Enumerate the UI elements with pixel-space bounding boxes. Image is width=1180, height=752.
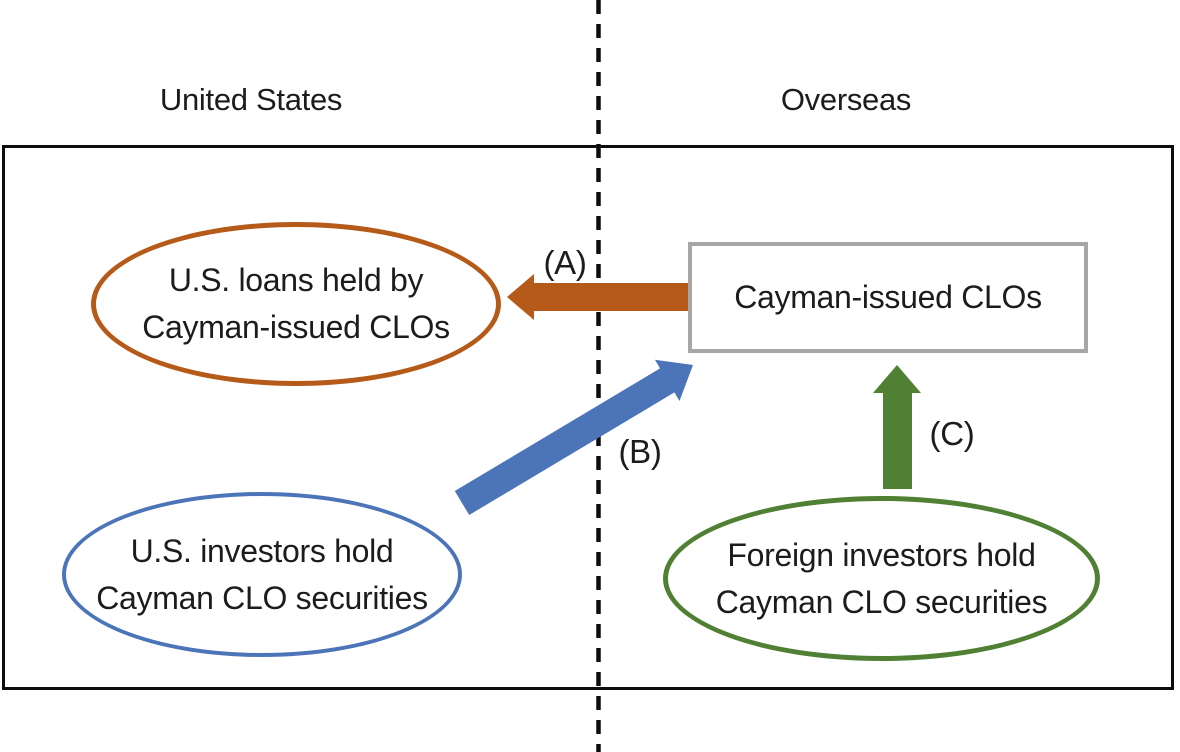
region-label-overseas: Overseas bbox=[780, 82, 912, 117]
node-us-investors-line2: Cayman CLO securities bbox=[96, 579, 428, 616]
node-us-loans-line1: U.S. loans held by bbox=[168, 262, 424, 298]
node-us-loans-ellipse: U.S. loans held by Cayman-issued CLOs bbox=[91, 222, 501, 386]
node-foreign-investors-line1: Foreign investors hold bbox=[727, 536, 1036, 573]
flow-label-b: (B) bbox=[618, 433, 662, 470]
boundary-box bbox=[2, 145, 1174, 690]
region-label-united-states: United States bbox=[159, 82, 343, 117]
node-us-investors-line1: U.S. investors hold bbox=[130, 532, 394, 569]
node-foreign-investors-line2: Cayman CLO securities bbox=[715, 583, 1048, 620]
flow-label-a: (A) bbox=[543, 244, 587, 281]
node-cayman-clos-label: Cayman-issued CLOs bbox=[734, 279, 1042, 315]
node-cayman-clos-box: Cayman-issued CLOs bbox=[688, 242, 1088, 353]
flow-label-c: (C) bbox=[929, 415, 975, 452]
node-us-investors-ellipse: U.S. investors hold Cayman CLO securitie… bbox=[62, 492, 462, 657]
node-foreign-investors-ellipse: Foreign investors hold Cayman CLO securi… bbox=[663, 496, 1100, 661]
node-us-loans-line2: Cayman-issued CLOs bbox=[142, 309, 450, 345]
